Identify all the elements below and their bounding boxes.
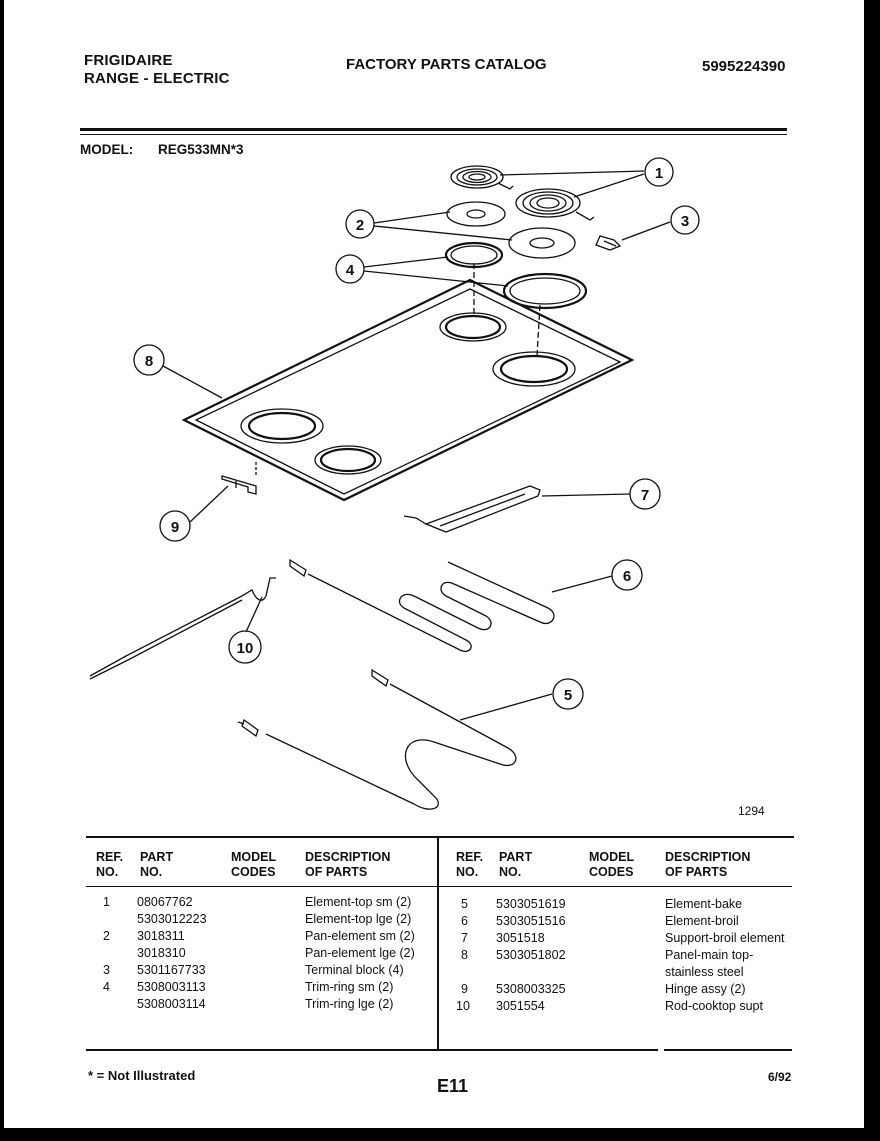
- callout-9: 9: [159, 510, 191, 542]
- callout-2: 2: [345, 209, 375, 239]
- svg-text:3: 3: [681, 213, 689, 230]
- drip-pan-large: [508, 227, 576, 259]
- svg-text:7: 7: [641, 487, 649, 504]
- svg-text:6: 6: [623, 568, 631, 585]
- part-no: 3051518: [496, 931, 545, 945]
- callout-5: 5: [552, 678, 584, 710]
- callout-6: 6: [611, 559, 643, 591]
- exploded-parts-diagram: 1 2 3 4 5 6 7 8 9 10: [89, 157, 700, 810]
- scan-border-right: [864, 0, 880, 1141]
- svg-text:4: 4: [346, 262, 355, 279]
- catalog-page: [4, 0, 864, 1128]
- not-illustrated-note: * = Not Illustrated: [88, 1068, 196, 1083]
- table-header-rule: [86, 886, 792, 887]
- part-no: 3018310: [137, 946, 186, 960]
- part-no: 5308003113: [137, 980, 206, 994]
- table-bottom-rule-right: [664, 1049, 792, 1051]
- svg-text:10: 10: [237, 640, 254, 657]
- part-description: Pan-element sm (2): [305, 929, 415, 943]
- main-top-panel: [181, 263, 635, 502]
- part-description: Terminal block (4): [305, 963, 404, 977]
- part-no: 5308003114: [137, 997, 206, 1011]
- svg-text:1: 1: [655, 165, 663, 182]
- part-no: 5303051802: [496, 948, 566, 962]
- svg-text:8: 8: [145, 353, 153, 370]
- part-description: Element-broil: [665, 914, 739, 928]
- terminal-block: [595, 235, 622, 251]
- table-top-rule: [86, 836, 794, 838]
- ref-no: 8: [461, 948, 468, 962]
- part-description: Panel-main top-: [665, 948, 754, 962]
- revision-date: 6/92: [768, 1070, 792, 1084]
- catalog-title: FACTORY PARTS CATALOG: [346, 56, 547, 73]
- callout-7: 7: [629, 478, 661, 510]
- part-no: 5303051516: [496, 914, 566, 928]
- callout-leaders: [162, 170, 671, 721]
- broil-element: [289, 558, 555, 652]
- ref-no: 10: [456, 999, 470, 1013]
- part-no: 08067762: [137, 895, 193, 909]
- table-bottom-rule: [86, 1049, 658, 1051]
- svg-text:9: 9: [171, 519, 179, 536]
- scan-border-bottom: [0, 1128, 880, 1141]
- col-header-ref: REF.NO.: [96, 850, 124, 879]
- part-description: Element-top sm (2): [305, 895, 412, 909]
- callout-8: 8: [133, 344, 165, 376]
- hinge-assembly: [221, 462, 257, 495]
- part-no: 5308003325: [496, 982, 566, 996]
- part-no: 3051554: [496, 999, 545, 1013]
- part-description: Support-broil element: [665, 931, 785, 945]
- part-no: 5301167733: [137, 963, 206, 977]
- catalog-number: 5995224390: [702, 58, 786, 75]
- part-description: Pan-element lge (2): [305, 946, 415, 960]
- model-number: REG533MN*3: [158, 142, 244, 157]
- page-code: E11: [437, 1076, 469, 1096]
- part-description: Rod-cooktop supt: [665, 999, 763, 1013]
- part-no: 5303012223: [137, 912, 207, 926]
- surface-element-large: [515, 188, 595, 221]
- header-rule: [80, 128, 787, 131]
- ref-no: 9: [461, 982, 468, 996]
- svg-text:2: 2: [356, 217, 364, 234]
- model-label: MODEL:: [80, 142, 134, 157]
- broil-element-support: [403, 485, 541, 533]
- bake-element: [237, 668, 517, 810]
- ref-no: 6: [461, 914, 468, 928]
- trim-ring-large: [502, 272, 588, 310]
- table-center-divider: [437, 838, 439, 1050]
- drip-pan-small: [446, 201, 506, 227]
- callout-1: 1: [644, 157, 674, 187]
- part-description: Hinge assy (2): [665, 982, 746, 996]
- ref-no: 7: [461, 931, 468, 945]
- callout-4: 4: [335, 254, 365, 284]
- part-no: 5303051619: [496, 897, 566, 911]
- ref-no: 3: [103, 963, 110, 977]
- brand-name: FRIGIDAIRE: [84, 52, 173, 69]
- col-header-ref-right: REF.NO.: [456, 850, 484, 879]
- ref-no: 1: [103, 895, 110, 909]
- part-description: Trim-ring lge (2): [305, 997, 394, 1011]
- part-description: Element-top lge (2): [305, 912, 412, 926]
- callout-3: 3: [670, 205, 700, 235]
- part-description: stainless steel: [665, 965, 744, 979]
- part-description: Element-bake: [665, 897, 743, 911]
- ref-no: 4: [103, 980, 110, 994]
- part-no: 3018311: [137, 929, 185, 943]
- svg-text:5: 5: [564, 687, 572, 704]
- callout-10: 10: [228, 630, 262, 664]
- cooktop-support-rod: [89, 577, 276, 680]
- ref-no: 2: [103, 929, 110, 943]
- product-type: RANGE - ELECTRIC: [84, 70, 230, 87]
- ref-no: 5: [461, 897, 468, 911]
- surface-element-small: [450, 165, 514, 190]
- part-description: Trim-ring sm (2): [305, 980, 394, 994]
- drawing-code: 1294: [738, 804, 765, 818]
- header-rule-thin: [80, 134, 787, 135]
